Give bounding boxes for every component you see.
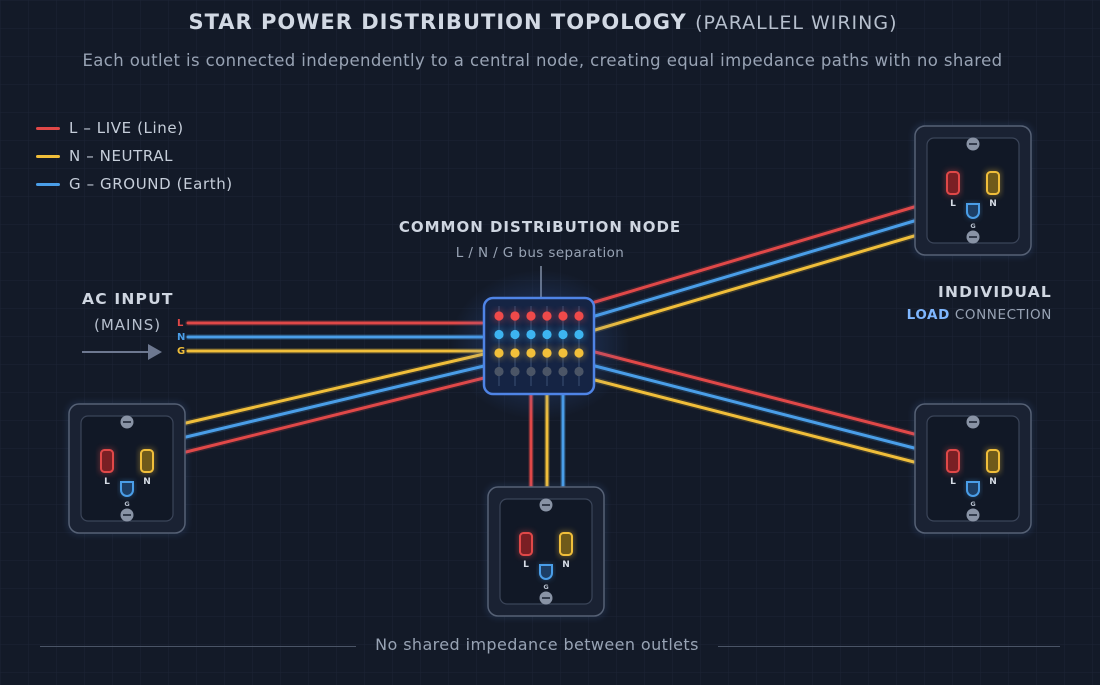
outlet-label-ground: G [543,583,548,591]
node-terminal [574,329,584,340]
node-terminal [542,348,552,358]
outlet-label-ground: G [970,500,975,508]
outlet-2: L N G [66,401,188,536]
node-terminal [494,329,504,340]
outlet-label-ground: G [124,500,129,508]
node-terminal [510,366,520,377]
outlet-label-neutral: N [989,199,997,209]
footer-note: No shared impedance between outlets [375,635,699,654]
wire-live-3 [593,205,916,304]
neutral-slot-icon [986,449,1000,473]
node-terminal [558,329,568,340]
ground-slot-icon [966,481,980,497]
outlet-4: L N G [912,401,1034,536]
node-terminal [574,366,584,377]
live-swatch-icon [36,126,60,130]
footer-divider-right [718,646,1060,647]
ac-input-subtitle: (MAINS) [94,316,162,334]
footer-divider-left [40,646,356,647]
ground-swatch-icon [36,182,60,186]
ground-slot-icon [966,203,980,219]
live-slot-icon [519,532,533,556]
wire-letter-ground: G [177,346,186,357]
page-subtitle: Each outlet is connected independently t… [82,51,1003,70]
node-terminal [542,366,552,377]
load-title: INDIVIDUAL [938,283,1052,301]
wire-ground-5 [593,234,916,332]
neutral-slot-icon [986,171,1000,195]
screw-icon [539,498,553,512]
node-terminal [542,311,552,321]
node-terminal [494,348,504,358]
ground-slot-icon [120,481,134,497]
wire-live-11 [184,376,486,454]
ground-slot-icon [539,564,553,580]
wire-ground-8 [593,378,916,464]
node-terminal [526,366,536,377]
wire-neutral-7 [593,364,916,450]
wire-live-6 [593,350,916,436]
node-terminal [542,329,552,340]
node-terminal [494,366,504,377]
node-terminal [510,329,520,340]
screw-icon [966,415,980,429]
legend-label-live: L – LIVE (Line) [69,119,184,137]
outlet-3: L N G [485,484,607,619]
node-terminal [574,311,584,321]
node-terminal [574,348,584,358]
neutral-slot-icon [559,532,573,556]
outlet-label-live: L [950,477,956,487]
screw-icon [966,508,980,522]
wire-ground-9 [184,352,486,425]
ac-input-title: AC INPUT [82,290,174,308]
node-terminal [494,311,504,321]
node-terminal [510,311,520,321]
legend: L – LIVE (Line) N – NEUTRAL G – GROUND (… [36,114,233,198]
live-slot-icon [946,449,960,473]
wire-group [183,204,917,490]
wire-letter-live: L [177,318,184,329]
wire-letter-neutral: N [177,332,186,343]
node-terminal [558,366,568,377]
outlet-label-neutral: N [143,477,151,487]
live-slot-icon [946,171,960,195]
outlet-label-ground: G [970,222,975,230]
legend-label-neutral: N – NEUTRAL [69,147,174,165]
node-terminal [558,311,568,321]
neutral-swatch-icon [36,154,60,158]
screw-icon [120,508,134,522]
legend-label-ground: G – GROUND (Earth) [69,175,233,193]
screw-icon [120,415,134,429]
outlet-label-live: L [523,560,529,570]
distribution-node [450,270,630,420]
page-title: STAR POWER DISTRIBUTION TOPOLOGY (PARALL… [188,10,898,34]
outlet-1: L N G [912,123,1034,258]
node-terminal [526,311,536,321]
node-subtitle: L / N / G bus separation [455,245,625,261]
live-slot-icon [100,449,114,473]
node-title: COMMON DISTRIBUTION NODE [398,218,682,236]
wire-neutral-10 [184,364,486,439]
neutral-slot-icon [140,449,154,473]
outlet-label-live: L [104,477,110,487]
legend-item-ground: G – GROUND (Earth) [36,170,233,198]
node-terminal [526,329,536,340]
screw-icon [539,591,553,605]
outlet-label-live: L [950,199,956,209]
outlet-label-neutral: N [562,560,570,570]
screw-icon [966,137,980,151]
legend-item-live: L – LIVE (Line) [36,114,233,142]
legend-item-neutral: N – NEUTRAL [36,142,233,170]
node-terminal [558,348,568,358]
wire-neutral-4 [593,219,916,318]
outlet-label-neutral: N [989,477,997,487]
load-subtitle: LOAD CONNECTION [906,307,1052,323]
node-terminal [526,348,536,358]
screw-icon [966,230,980,244]
node-terminal [510,348,520,358]
